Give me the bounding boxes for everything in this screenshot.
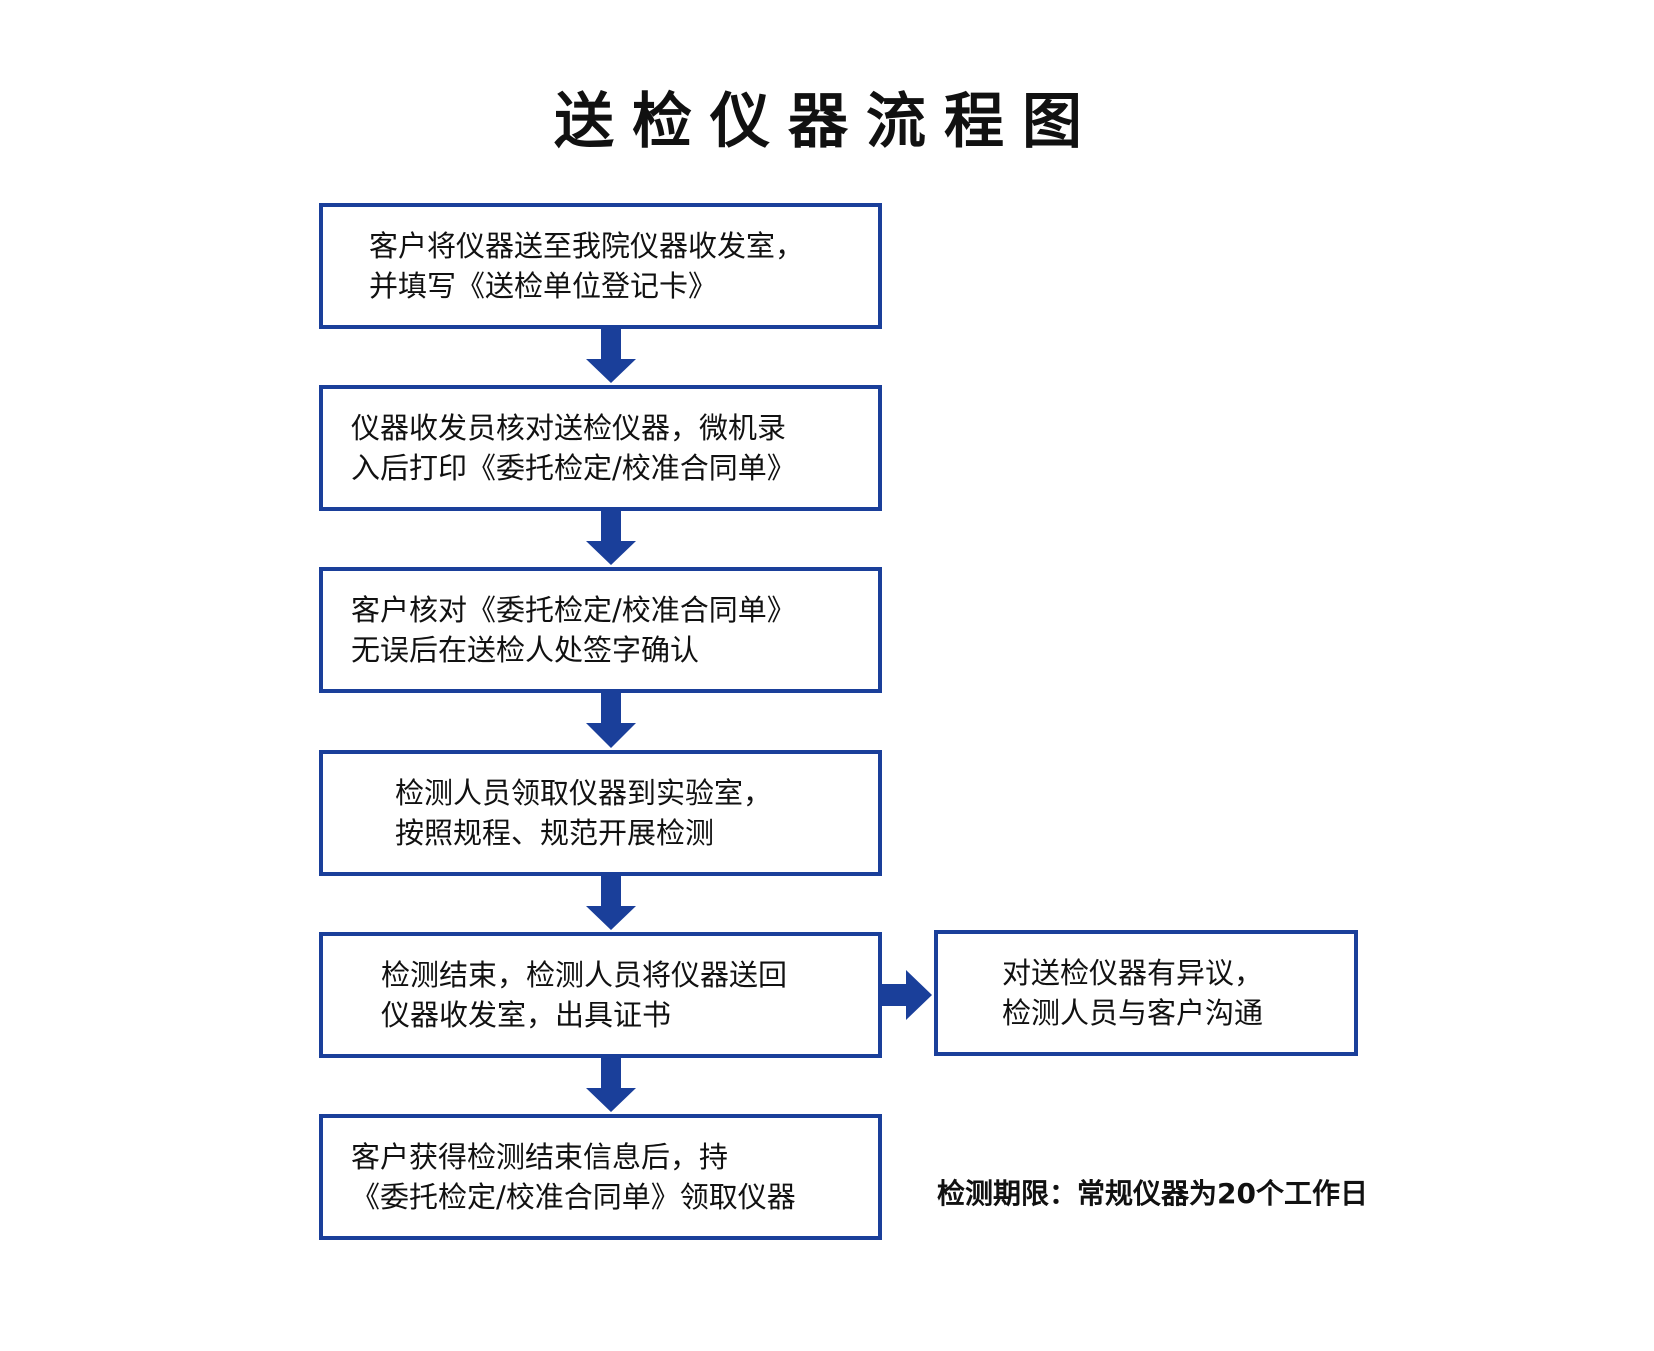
flow-step-1-text: 客户将仪器送至我院仪器收发室， 并填写《送检单位登记卡》	[323, 226, 804, 306]
flow-step-1: 客户将仪器送至我院仪器收发室， 并填写《送检单位登记卡》	[319, 203, 882, 329]
flow-step-2-text: 仪器收发员核对送检仪器，微机录 入后打印《委托检定/校准合同单》	[323, 408, 796, 488]
flow-step-6-line-1: 客户获得检测结束信息后，持	[351, 1140, 729, 1174]
flow-step-3-line-1: 客户核对《委托检定/校准合同单》	[351, 593, 796, 627]
flow-step-5-text: 检测结束，检测人员将仪器送回 仪器收发室，出具证书	[323, 955, 787, 1035]
flow-side-step-text: 对送检仪器有异议， 检测人员与客户沟通	[938, 953, 1263, 1033]
flow-step-2-line-2: 入后打印《委托检定/校准合同单》	[351, 451, 796, 485]
flow-step-6: 客户获得检测结束信息后，持 《委托检定/校准合同单》领取仪器	[319, 1114, 882, 1240]
flow-step-1-line-2: 并填写《送检单位登记卡》	[369, 269, 718, 303]
flow-step-4: 检测人员领取仪器到实验室， 按照规程、规范开展检测	[319, 750, 882, 876]
flow-side-step: 对送检仪器有异议， 检测人员与客户沟通	[934, 930, 1358, 1056]
flow-step-5-line-2: 仪器收发室，出具证书	[381, 998, 672, 1032]
down-arrow-2-icon	[586, 511, 636, 565]
flow-step-4-line-2: 按照规程、规范开展检测	[395, 816, 715, 850]
flow-step-3-text: 客户核对《委托检定/校准合同单》 无误后在送检人处签字确认	[323, 590, 796, 670]
down-arrow-1-icon	[586, 329, 636, 383]
flow-step-2-line-1: 仪器收发员核对送检仪器，微机录	[351, 411, 787, 445]
flow-step-3: 客户核对《委托检定/校准合同单》 无误后在送检人处签字确认	[319, 567, 882, 693]
flow-step-6-text: 客户获得检测结束信息后，持 《委托检定/校准合同单》领取仪器	[323, 1137, 796, 1217]
flow-side-step-line-1: 对送检仪器有异议，	[1002, 956, 1264, 990]
flow-step-4-line-1: 检测人员领取仪器到实验室，	[395, 776, 773, 810]
flow-step-5: 检测结束，检测人员将仪器送回 仪器收发室，出具证书	[319, 932, 882, 1058]
page-title: 送检仪器流程图	[554, 87, 1100, 157]
flow-side-step-line-2: 检测人员与客户沟通	[1002, 996, 1264, 1030]
flow-step-5-line-1: 检测结束，检测人员将仪器送回	[381, 958, 788, 992]
testing-period-note: 检测期限：常规仪器为20个工作日	[937, 1177, 1368, 1210]
flow-step-3-line-2: 无误后在送检人处签字确认	[351, 633, 700, 667]
flow-step-4-text: 检测人员领取仪器到实验室， 按照规程、规范开展检测	[323, 773, 772, 853]
flow-step-2: 仪器收发员核对送检仪器，微机录 入后打印《委托检定/校准合同单》	[319, 385, 882, 511]
right-arrow-icon	[880, 970, 932, 1020]
down-arrow-5-icon	[586, 1058, 636, 1112]
down-arrow-3-icon	[586, 693, 636, 748]
flow-step-1-line-1: 客户将仪器送至我院仪器收发室，	[369, 229, 805, 263]
down-arrow-4-icon	[586, 876, 636, 930]
flow-step-6-line-2: 《委托检定/校准合同单》领取仪器	[351, 1180, 796, 1214]
